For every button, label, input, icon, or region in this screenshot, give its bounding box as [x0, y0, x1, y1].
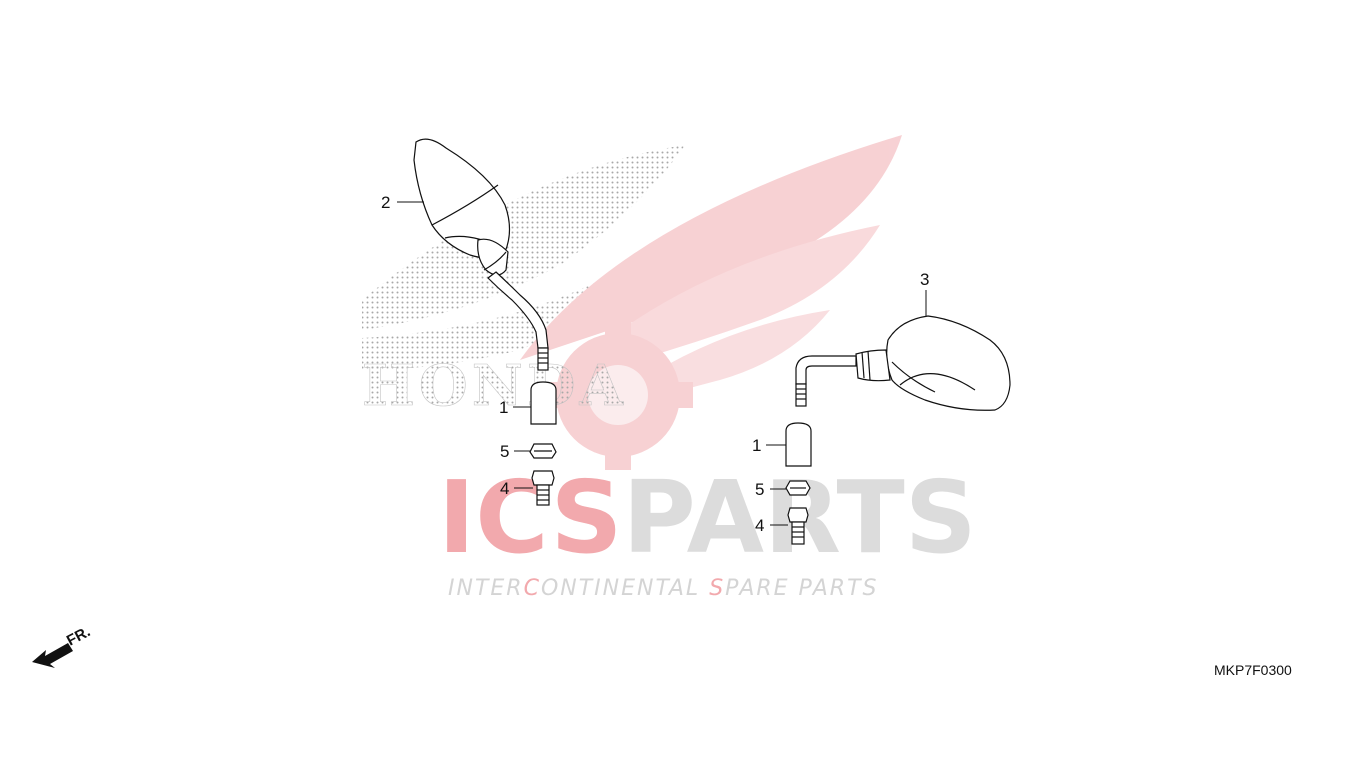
left-mirror-assembly: [413, 138, 557, 506]
mirror-right-part-3[interactable]: [795, 315, 1011, 411]
nut-right-part-5[interactable]: [785, 480, 811, 496]
tagline-part: PARE PARTS: [725, 576, 878, 601]
callout-2: 2: [381, 193, 390, 212]
callout-3: 3: [920, 270, 929, 289]
callout-4-right: 4: [755, 516, 764, 535]
right-callouts: [766, 290, 927, 526]
mirror-left-part-2[interactable]: [413, 138, 549, 371]
tagline-part: INTER: [448, 576, 524, 601]
right-mirror-assembly: [785, 315, 1011, 545]
nut-left-part-5[interactable]: [529, 443, 557, 459]
bolt-left-part-4[interactable]: [531, 470, 555, 506]
callout-5-right: 5: [755, 480, 764, 499]
bolt-right-part-4[interactable]: [787, 507, 809, 545]
cap-left-part-1[interactable]: [530, 381, 557, 425]
callout-1-right: 1: [752, 436, 761, 455]
callout-5-left: 5: [500, 442, 509, 461]
watermark-brand: ICSPARTS: [438, 459, 977, 576]
watermark-tagline: INTERCONTINENTAL SPARE PARTS: [448, 576, 878, 601]
watermark: HONDA ICSPARTS INTERCONTINENTAL SPARE PA…: [362, 135, 977, 601]
tagline-part: C: [524, 576, 541, 601]
left-callouts: [397, 201, 533, 489]
cap-right-part-1[interactable]: [785, 422, 812, 467]
honda-wing-logo: HONDA: [362, 135, 902, 470]
callout-1-left: 1: [499, 398, 508, 417]
tagline-part: S: [709, 576, 725, 601]
watermark-brand-red: ICS: [438, 459, 622, 576]
callout-4-left: 4: [500, 479, 509, 498]
tagline-part: ONTINENTAL: [541, 576, 709, 601]
diagram-code: MKP7F0300: [1214, 662, 1292, 678]
front-arrow-icon: [32, 643, 73, 668]
front-direction-indicator: FR.: [32, 623, 93, 668]
honda-logo-text: HONDA: [362, 353, 627, 419]
